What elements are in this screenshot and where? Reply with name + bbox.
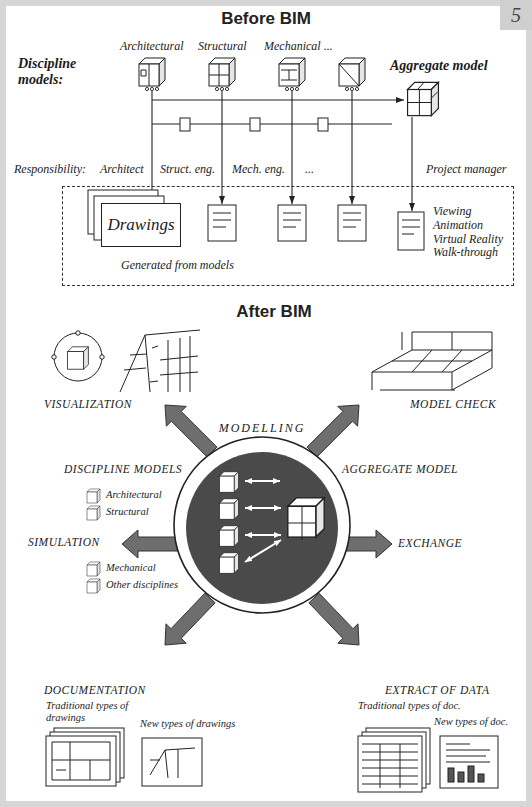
documentation-sketch [46, 728, 202, 786]
role-name: Mech. eng. [232, 163, 285, 177]
connector-dots [145, 87, 358, 90]
group-heading: DISCIPLINE MODELS [64, 463, 182, 476]
output-name: SIMULATION [28, 536, 100, 549]
circle-outline [172, 420, 352, 615]
discipline-name: Structural [198, 40, 247, 54]
row-heading: Aggregate model [390, 58, 488, 74]
drawing-sheet: Drawings [101, 203, 181, 247]
discipline-name: Architectural [106, 489, 162, 501]
region-caption: Generated from models [121, 259, 234, 273]
row-heading: Discipline models: [18, 56, 110, 88]
role-name: Struct. eng. [160, 163, 215, 177]
model-check-sketch [372, 332, 492, 390]
output-note: Traditional types of drawings [46, 700, 136, 724]
output-note: Traditional types of doc. [358, 700, 461, 712]
section-title: Before BIM [0, 9, 532, 29]
role-name: ... [305, 163, 314, 177]
output-note: New types of doc. [434, 716, 508, 728]
output-name: EXCHANGE [398, 537, 462, 550]
discipline-name: Structural [106, 506, 149, 518]
flow-lines [152, 91, 412, 211]
output-note: New types of drawings [140, 718, 235, 730]
data-extract-sketch [358, 728, 498, 792]
row-heading: Responsibility: [14, 163, 86, 177]
group-heading: AGGREGATE MODEL [342, 463, 458, 476]
visualization-sketch [52, 330, 200, 392]
page-number: 5 [511, 4, 521, 27]
discipline-name: Mechanical ... [264, 40, 333, 54]
role-name: Architect [100, 163, 144, 177]
drawing-sheets [88, 190, 424, 250]
discipline-name: Mechanical [106, 562, 156, 574]
circle-heading: MODELLING [172, 422, 352, 436]
output-name: EXTRACT OF DATA [385, 684, 489, 697]
modelling-core [174, 437, 350, 613]
exchange-files [180, 118, 328, 131]
sheet-label: Drawings [107, 215, 174, 235]
modelling-circle: MODELLING [172, 420, 352, 615]
circle-border [174, 437, 350, 613]
output-name: DOCUMENTATION [44, 684, 146, 697]
output-arrows [122, 405, 392, 645]
discipline-name: Other disciplines [106, 579, 178, 591]
role-name: Project manager [426, 163, 507, 177]
section-title: After BIM [8, 302, 532, 322]
output-list: Viewing Animation Virtual Reality Walk-t… [433, 205, 511, 260]
output-name: MODEL CHECK [410, 398, 496, 411]
aggregate-cube [407, 82, 438, 115]
discipline-cubes [139, 58, 365, 86]
discipline-name: Architectural [120, 40, 184, 54]
output-name: VISUALIZATION [44, 398, 132, 411]
output-region: Generated from models Viewing Animation V… [62, 186, 514, 286]
page-number-tab: 5 [500, 0, 532, 30]
